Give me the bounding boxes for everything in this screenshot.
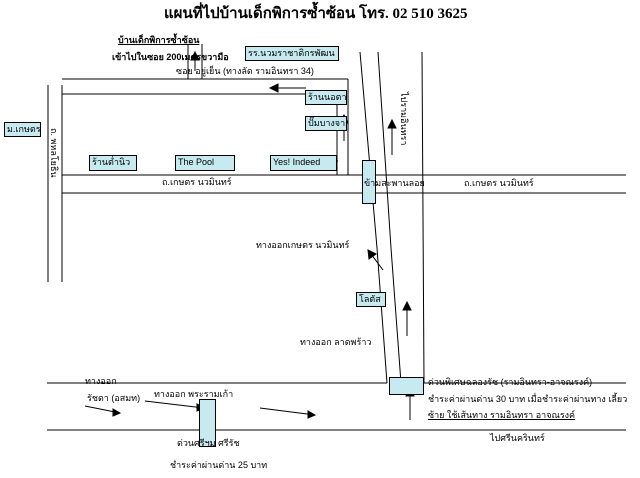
expressway-east-edge-upper <box>377 51 392 249</box>
flyover-label: ข้ามสะพานลอย <box>364 178 425 188</box>
the-pool-marker: The Pool <box>175 155 235 171</box>
chalong-rat-toll-booth-marker <box>389 377 424 395</box>
shop-nora-marker: ร้านนอตาร <box>305 90 347 105</box>
arrow-exit-rama9 <box>144 400 205 409</box>
yes-indeed-marker: Yes! Indeed <box>270 155 337 171</box>
map-title: แผนที่ไปบ้านเด็กพิการซ้ำซ้อน โทร. 02 510… <box>164 6 468 22</box>
expressway-west-edge-upper <box>359 51 378 249</box>
srinakarin-direction-label: ไปศรีนครินทร์ <box>490 433 545 443</box>
chalong-rat-expressway-label: ด่วนพิเศษฉลองรัช (รามอินทรา-อาจณรงค์) <box>428 377 593 387</box>
arrow-bottom-east <box>259 407 316 416</box>
kaset-nawamin-road-label-east: ถ.เกษตร นวมินทร์ <box>464 178 534 188</box>
flyover-marker <box>362 160 376 204</box>
kaset-nawamin-road-label-west: ถ.เกษตร นวมินทร์ <box>162 177 232 187</box>
kasetsart-university-marker: ม.เกษตร <box>4 122 41 137</box>
chalong-rat-toll-fee-label: ชำระค่าผ่านด่าน 30 บาท เมื่อชำระค่าผ่านท… <box>428 394 628 404</box>
home-label: บ้านเด็กพิการซ้ำซ้อน <box>118 35 200 45</box>
exit-kaset-nawamin-label: ทางออกเกษตร นวมินทร์ <box>256 240 350 250</box>
exit-ladprao-label: ทางออก ลาดพร้าว <box>300 337 372 347</box>
school-marker: รร.นวมราชาดิกรพัฒน <box>245 46 339 61</box>
expressway-west-edge-lower <box>376 247 388 384</box>
chalong-rat-turn-instruction-label: ซ้าย ใช้เส้นทาง รามอินทรา อาจณรงค์ <box>428 410 576 420</box>
si-rat-toll-fee-label: ชำระค่าผ่านด่าน 25 บาท <box>170 460 268 470</box>
soi-yu-yen-label: ซอย อยู่เย็น (ทางลัด รามอินทรา 34) <box>176 66 314 76</box>
lotus-marker: โลตัส <box>356 292 386 307</box>
si-rat-expressway-label: ด่วนศรีฯม ศรีรัช <box>177 438 240 448</box>
expressway-east-edge-lower <box>390 247 402 384</box>
bangchak-gas-station-marker: ปั๊มบางจาก <box>305 116 347 131</box>
ram-intra-road-edge <box>421 51 425 384</box>
si-rat-toll-booth-marker <box>199 399 216 447</box>
exit-ratchada-label-line2: รัชดา (อสมท) <box>87 393 141 403</box>
soi-entry-label: เข้าไปในซอย 200เมตรขวามือ <box>112 52 229 62</box>
ram-intra-direction-label: ไปรามอินทรา <box>399 92 409 146</box>
phahonyothin-road-label: ถ. พหลโยธิน <box>49 128 59 178</box>
exit-ratchada-label-line1: ทางออก <box>85 376 117 386</box>
exit-rama9-label: ทางออก พระรามเก้า <box>154 389 234 399</box>
noodle-shop-marker: ร้านต่ำนิว <box>89 155 137 171</box>
